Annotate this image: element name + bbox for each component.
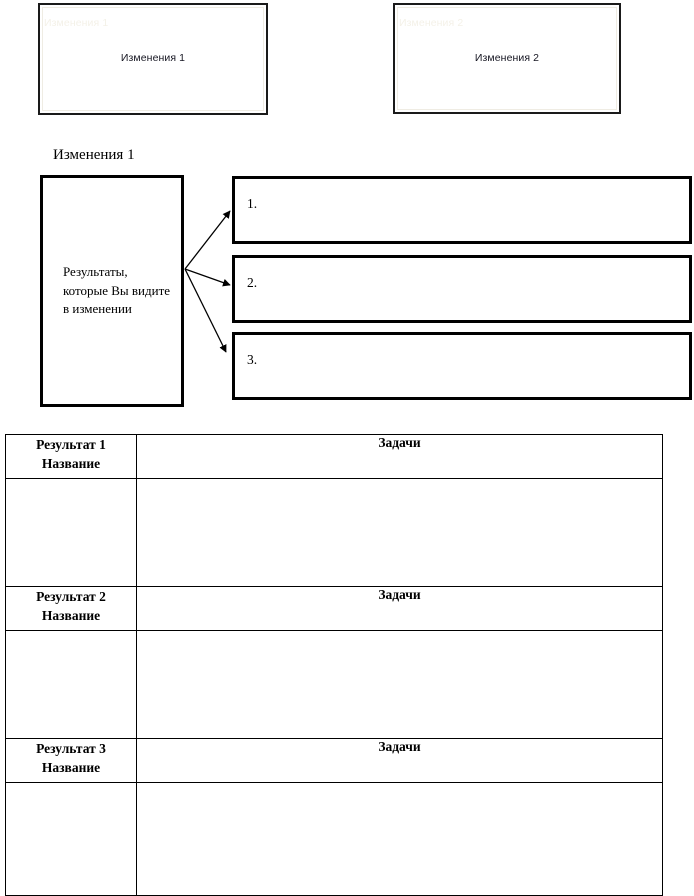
slide-thumbnail-2-label: Изменения 2 — [474, 51, 540, 64]
flow-source-box[interactable]: Результаты, которые Вы видите в изменени… — [40, 175, 184, 407]
result-label-3: Результат 3 — [36, 741, 106, 756]
table-body-row-2 — [5, 630, 663, 739]
tasks-body-cell-2[interactable] — [136, 630, 663, 739]
result-header-cell-1: Результат 1 Название — [5, 434, 137, 479]
result-label-1: Результат 1 — [36, 437, 106, 452]
slide-thumbnail-1-label: Изменения 1 — [120, 52, 186, 64]
table-body-row-1 — [5, 478, 663, 587]
result-body-cell-1[interactable] — [5, 478, 137, 587]
flow-target-number-2: 2. — [247, 275, 258, 290]
result-body-cell-2[interactable] — [5, 630, 137, 739]
table-body-row-3 — [5, 782, 663, 896]
slide-thumbnail-2[interactable]: Изменения 2 Изменения 2 — [393, 3, 624, 118]
slide-thumbnail-1-inner-frame: Изменения 1 Изменения 1 — [42, 7, 264, 111]
slide-thumbnail-1[interactable]: Изменения 1 Изменения 1 — [38, 3, 271, 119]
slide-thumbnail-2-inner-frame: Изменения 2 Изменения 2 — [397, 7, 617, 110]
flow-source-text: Результаты, которые Вы видите в изменени… — [63, 264, 171, 317]
flow-target-box-2[interactable]: 2. — [232, 255, 692, 323]
tasks-body-cell-3[interactable] — [136, 782, 663, 896]
result-body-cell-3[interactable] — [5, 782, 137, 896]
arrow-to-target-2 — [184, 268, 231, 287]
tasks-header-cell-3: Задачи — [136, 738, 663, 783]
table-header-row-1: Результат 1 Название Задачи — [5, 434, 663, 479]
flow-target-box-3[interactable]: 3. — [232, 332, 692, 400]
slide-thumbnail-1-ghost-label: Изменения 1 — [44, 17, 109, 29]
arrow-to-target-3 — [184, 268, 227, 353]
result-label-2: Результат 2 — [36, 589, 106, 604]
slide-thumbnail-2-ghost-label: Изменения 2 — [399, 17, 464, 29]
flow-target-box-1[interactable]: 1. — [232, 176, 692, 244]
name-label-1: Название — [41, 456, 101, 471]
diagram-title: Изменения 1 — [53, 147, 135, 163]
table-header-row-2: Результат 2 Название Задачи — [5, 586, 663, 631]
tasks-header-cell-2: Задачи — [136, 586, 663, 631]
flow-target-number-1: 1. — [247, 196, 258, 211]
table-header-row-3: Результат 3 Название Задачи — [5, 738, 663, 783]
arrow-to-target-1 — [184, 210, 231, 270]
tasks-header-cell-1: Задачи — [136, 434, 663, 479]
result-header-cell-3: Результат 3 Название — [5, 738, 137, 783]
flow-target-number-3: 3. — [247, 352, 258, 367]
name-label-3: Название — [41, 760, 101, 775]
name-label-2: Название — [41, 608, 101, 623]
result-header-cell-2: Результат 2 Название — [5, 586, 137, 631]
results-table: Результат 1 Название Задачи Результат 2 … — [5, 434, 663, 896]
tasks-body-cell-1[interactable] — [136, 478, 663, 587]
